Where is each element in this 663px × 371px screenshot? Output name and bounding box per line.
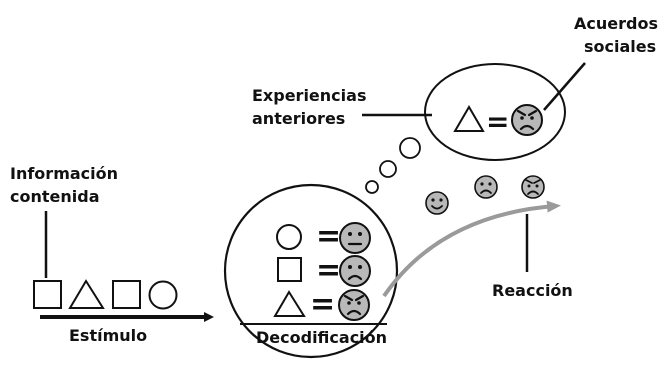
angry-face-icon bbox=[337, 288, 371, 322]
triangle-icon bbox=[453, 105, 485, 132]
reaction-arrow bbox=[382, 200, 561, 298]
info-label-line1: Información bbox=[10, 164, 118, 183]
circle-icon bbox=[148, 280, 178, 310]
thought-bubble-medium bbox=[379, 160, 397, 178]
thought-bubble-large bbox=[399, 137, 421, 159]
sad-face-icon bbox=[338, 254, 372, 288]
equals-sign: = bbox=[316, 253, 341, 288]
equals-sign: = bbox=[316, 219, 341, 254]
info-label-line2: contenida bbox=[10, 187, 100, 206]
thought-bubble-small bbox=[365, 180, 379, 194]
angry-face-icon bbox=[510, 103, 544, 137]
reaction-label: Reacción bbox=[492, 281, 573, 300]
happy-face-icon bbox=[425, 191, 449, 215]
experiences-label-line1: Experiencias bbox=[252, 86, 366, 105]
neutral-face-icon bbox=[338, 221, 372, 255]
square-icon bbox=[277, 257, 302, 282]
experiences-label-line2: anteriores bbox=[252, 109, 345, 128]
sad-face-icon bbox=[474, 175, 498, 199]
square-icon bbox=[112, 280, 141, 309]
social-label-line1: Acuerdos bbox=[574, 14, 658, 33]
equals-sign: = bbox=[310, 287, 335, 322]
social-label-line2: sociales bbox=[584, 37, 656, 56]
square-icon bbox=[33, 280, 62, 309]
decoding-label: Decodificación bbox=[256, 328, 387, 347]
angry-face-icon bbox=[521, 175, 545, 199]
memory-bubble bbox=[424, 63, 566, 161]
equals-sign: = bbox=[486, 105, 509, 138]
social-pointer-line bbox=[543, 62, 586, 111]
stimulus-label: Estímulo bbox=[69, 326, 147, 345]
circle-icon bbox=[276, 224, 302, 250]
triangle-icon bbox=[273, 290, 306, 317]
triangle-icon bbox=[68, 279, 105, 309]
